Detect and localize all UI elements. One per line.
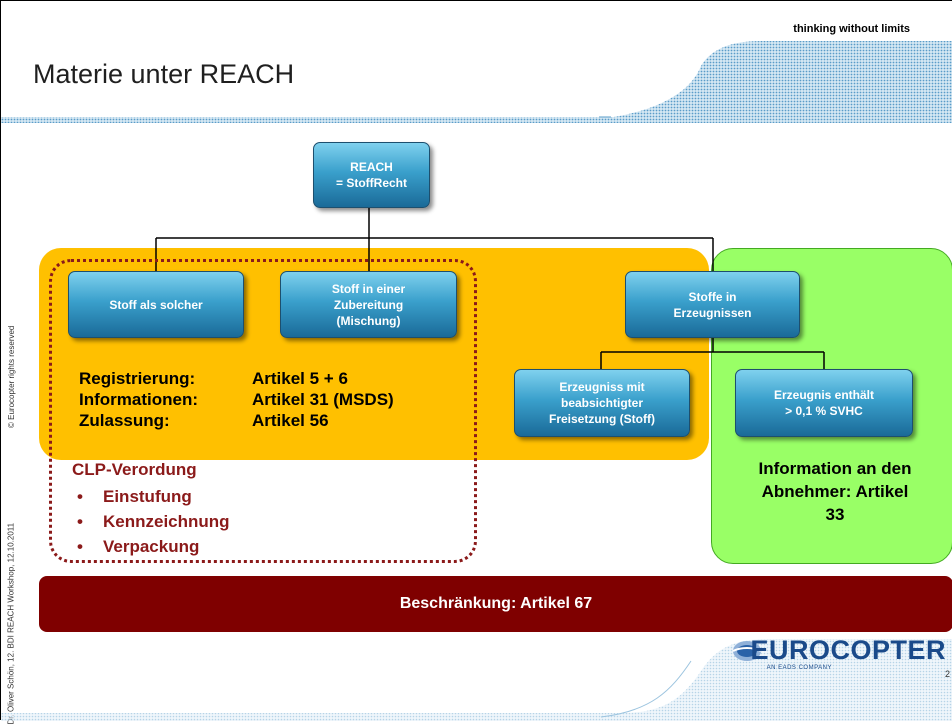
clp-title: CLP-Verordung bbox=[72, 460, 197, 479]
requirement-value: Artikel 31 (MSDS) bbox=[252, 390, 394, 409]
clp-list-item: •Kennzeichnung bbox=[77, 512, 230, 531]
restriction-label: Beschränkung: Artikel 67 bbox=[399, 595, 593, 612]
clp-scope-boundary bbox=[49, 259, 477, 563]
restriction-bar: Beschränkung: Artikel 67 bbox=[39, 576, 952, 632]
clp-list: •Einstufung •Kennzeichnung •Verpackung bbox=[77, 484, 230, 559]
eurocopter-tagline: AN EADS COMPANY bbox=[766, 665, 832, 671]
requirement-value: Artikel 56 bbox=[252, 411, 329, 430]
footer-band bbox=[1, 639, 952, 721]
clp-list-item: •Verpackung bbox=[77, 537, 200, 556]
clp-list-item: •Einstufung bbox=[77, 487, 192, 506]
requirement-labels: Registrierung: Informationen: Zulassung: bbox=[79, 368, 198, 431]
requirement-label: Registrierung: bbox=[79, 369, 196, 388]
header-band bbox=[1, 41, 952, 123]
erzeugnis-svhc-node: Erzeugnis enthält> 0,1 % SVHC bbox=[735, 369, 913, 437]
eurocopter-logo-icon bbox=[732, 641, 762, 661]
requirement-label: Zulassung: bbox=[79, 411, 170, 430]
slogan: thinking without limits bbox=[793, 23, 910, 35]
eurocopter-logo-text: EUROCOPTER bbox=[750, 635, 946, 665]
reach-node: REACH= StoffRecht bbox=[313, 142, 430, 208]
requirement-value: Artikel 5 + 6 bbox=[252, 369, 348, 388]
requirement-values: Artikel 5 + 6 Artikel 31 (MSDS) Artikel … bbox=[252, 368, 394, 431]
stoff-als-solcher-node: Stoff als solcher bbox=[68, 271, 244, 338]
slide-title: Materie unter REACH bbox=[33, 59, 295, 89]
information-text: Information an den Abnehmer: Artikel 33 bbox=[758, 459, 912, 524]
requirement-label: Informationen: bbox=[79, 390, 198, 409]
page-number: 2 bbox=[944, 669, 950, 679]
